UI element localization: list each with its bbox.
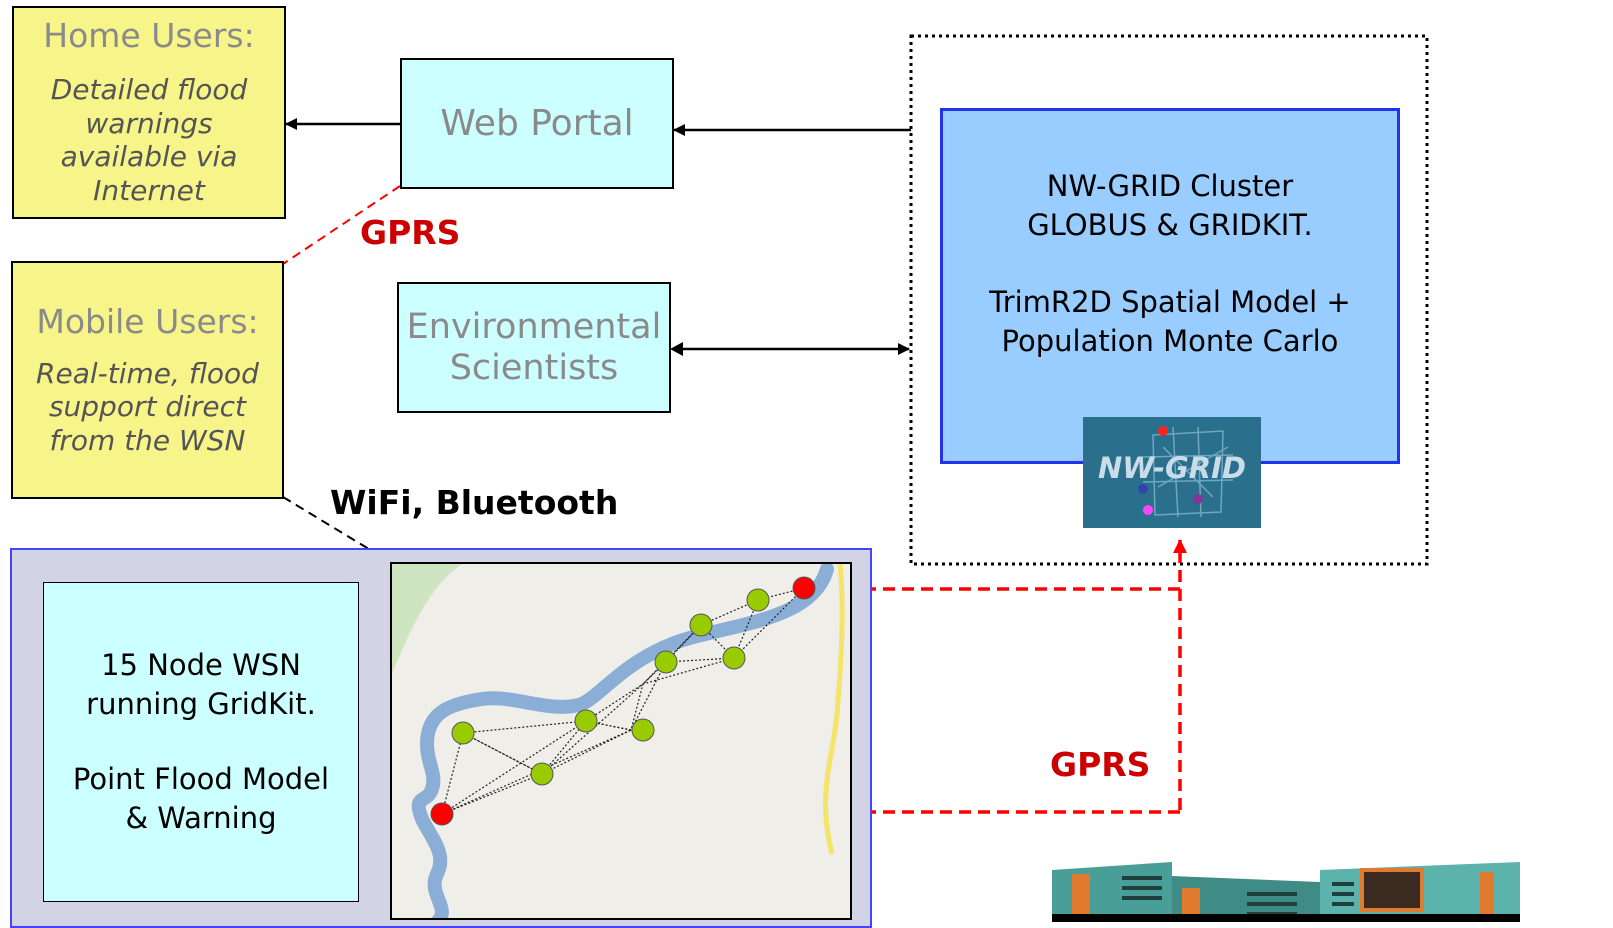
nwgrid-cluster-box: NW-GRID Cluster GLOBUS & GRIDKIT. TrimR2… [940,108,1400,464]
map-park-area [392,564,462,674]
gprs-link-portal-mobile [282,185,401,265]
wsn-info-box: 15 Node WSN running GridKit. Point Flood… [43,582,359,902]
nw-grid-logo-text: NW-GRID [1098,451,1246,485]
web-portal-label: Web Portal [440,102,634,144]
wifi-bluetooth-label: WiFi, Bluetooth [330,483,619,522]
sensor-node [530,762,554,786]
logo-dot-purple [1193,494,1203,504]
cluster-text-1: NW-GRID Cluster GLOBUS & GRIDKIT. [1027,169,1313,243]
sensor-map-graphic [392,564,845,918]
sensor-node [631,718,655,742]
wsn-text-1: 15 Node WSN running GridKit. [86,647,316,721]
env-scientists-box[interactable]: Environmental Scientists [397,282,671,413]
home-users-description: Detailed flood warnings available via In… [50,73,248,208]
mobile-users-description: Real-time, flood support direct from the… [36,356,259,457]
map-river [411,564,834,918]
logo-dot-blue [1138,484,1148,494]
home-users-title: Home Users: [43,16,255,56]
mobile-users-title: Mobile Users: [36,301,259,341]
building-icon [1052,862,1520,922]
sensor-node [574,709,598,733]
cluster-boundary [909,34,1429,566]
logo-dot-pink [1143,505,1153,515]
nw-grid-logo-graphic [1138,426,1234,518]
sensor-node [654,650,678,674]
cluster-text-2: TrimR2D Spatial Model + Population Monte… [989,285,1351,359]
sensor-node-red [792,576,816,600]
gprs-label-bottom: GPRS [1050,745,1151,784]
map-road [823,564,845,855]
gprs-label-top: GPRS [360,213,461,252]
logo-dot-red [1158,426,1168,436]
sensor-node [746,588,770,612]
sensor-node-red [430,802,454,826]
building-graphic [1052,862,1520,922]
web-portal-box[interactable]: Web Portal [400,58,674,189]
nw-grid-logo: NW-GRID [1083,417,1261,528]
sensor-node [451,721,475,745]
env-scientists-label: Environmental Scientists [406,307,662,388]
wsn-text-2: Point Flood Model & Warning [72,762,330,836]
home-users-box: Home Users: Detailed flood warnings avai… [12,6,286,219]
mobile-users-box: Mobile Users: Real-time, flood support d… [11,261,284,499]
sensor-node [722,646,746,670]
sensor-map [390,562,852,920]
sensor-node [689,613,713,637]
